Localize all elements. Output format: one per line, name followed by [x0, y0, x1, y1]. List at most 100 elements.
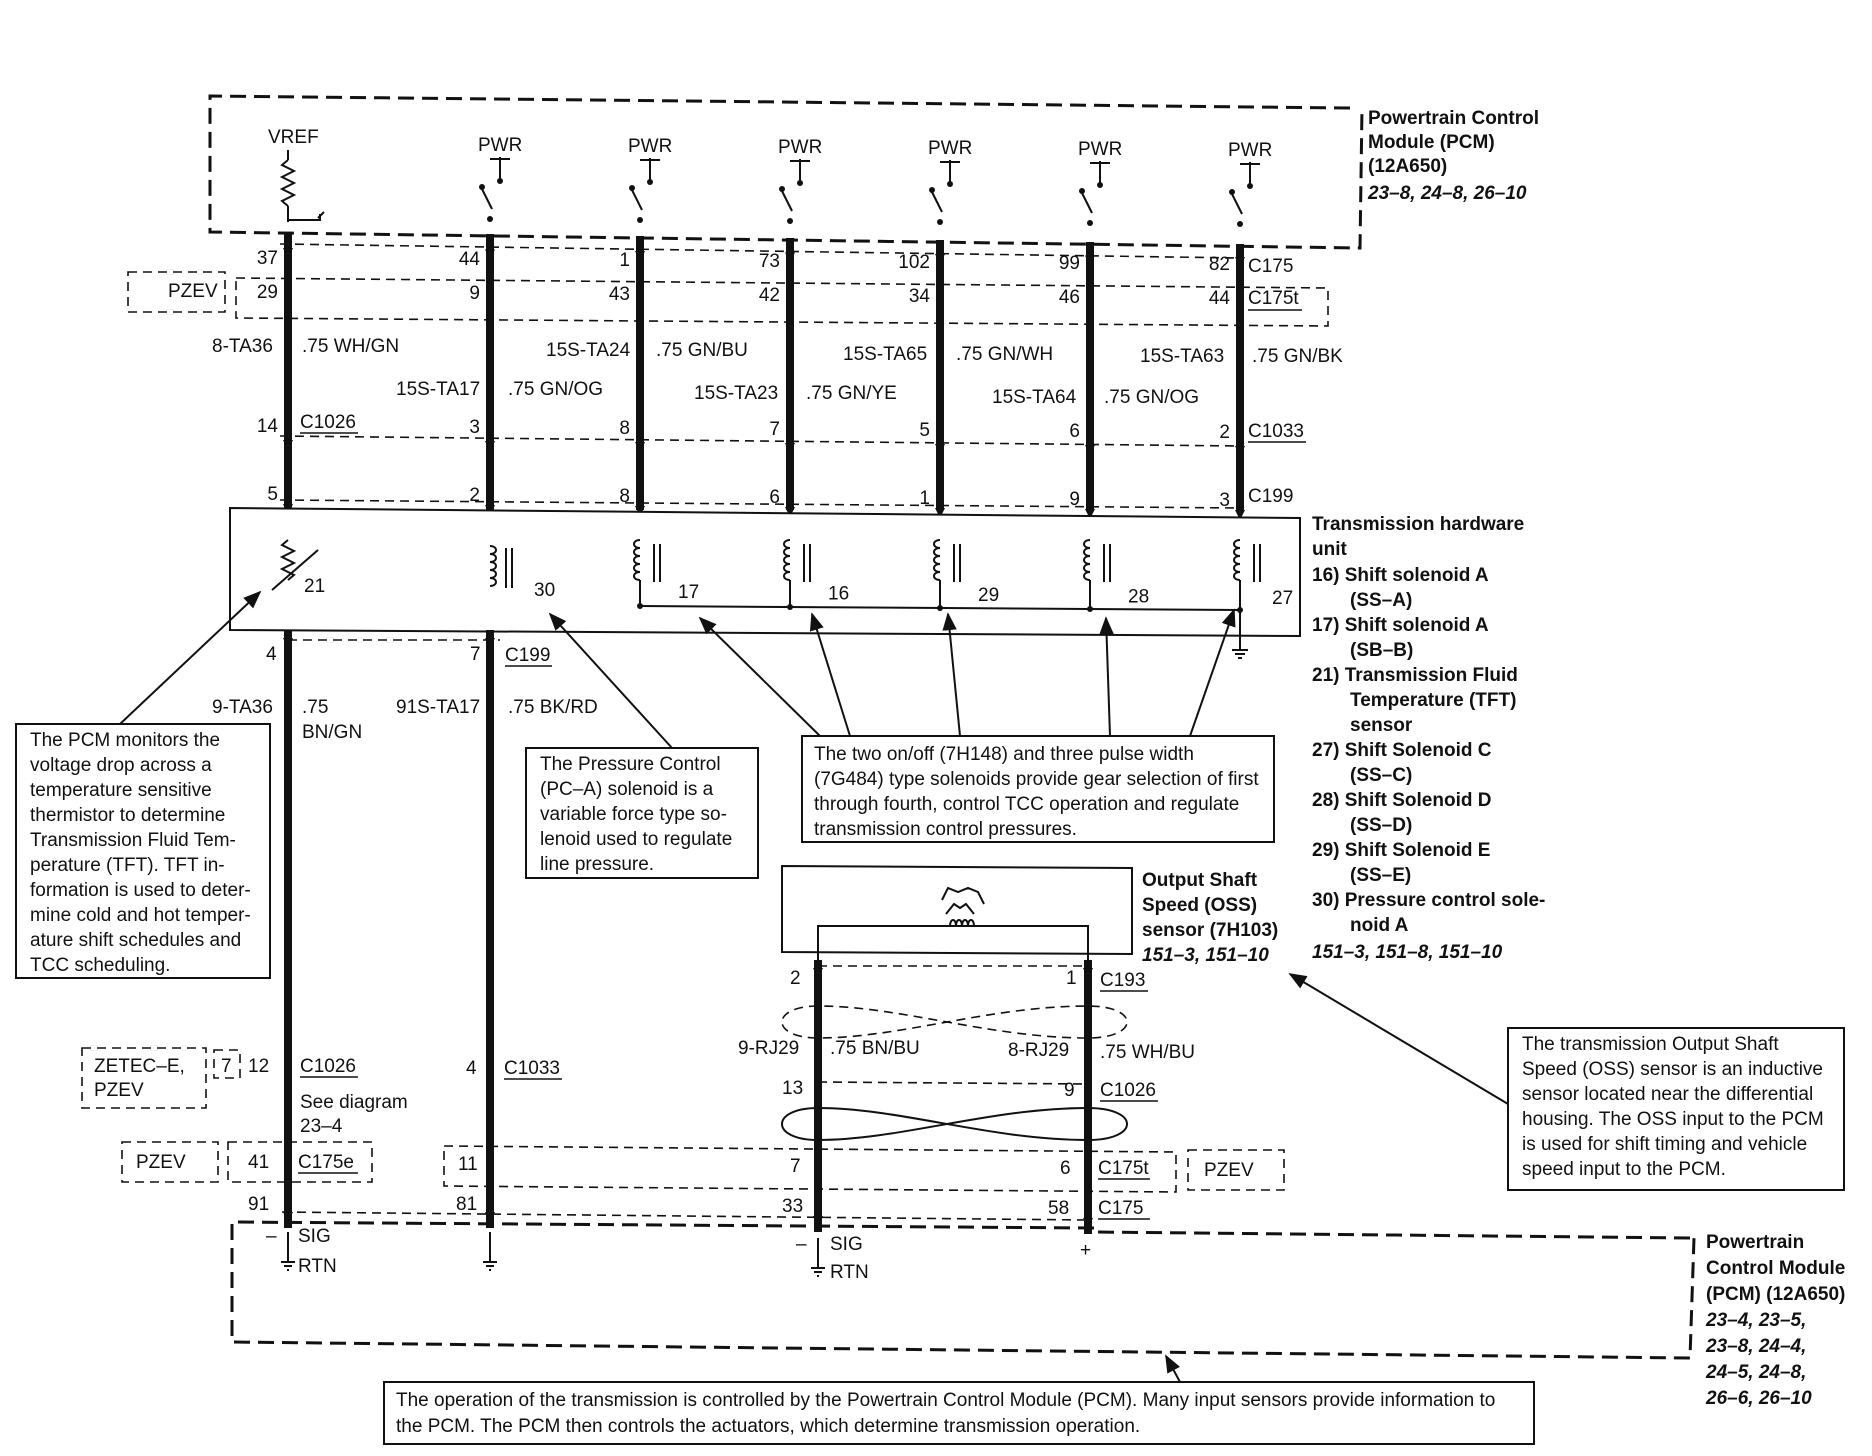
svg-text:(12A650): (12A650): [1368, 156, 1447, 177]
pin-c175t-3: 42: [759, 285, 780, 306]
pin-tick: [1235, 510, 1245, 520]
svg-text:sensor located near the differ: sensor located near the differential: [1522, 1084, 1813, 1105]
svg-text:(SS–A): (SS–A): [1350, 590, 1412, 611]
pin-tick: [283, 1212, 293, 1222]
callout-arrows: [119, 590, 1509, 1383]
svg-text:ature shift schedules and: ature shift schedules and: [30, 930, 241, 951]
c199-label-top: C199: [1248, 486, 1293, 507]
c175-lower-label: C175: [1098, 1198, 1143, 1219]
circuit-labels: 8-TA36 .75 WH/GN 15S-TA17 .75 GN/OG 15S-…: [212, 336, 1343, 408]
svg-text:Control Module: Control Module: [1706, 1258, 1845, 1279]
svg-text:27) Shift Solenoid C: 27) Shift Solenoid C: [1312, 740, 1492, 761]
svg-text:15S-TA64: 15S-TA64: [992, 387, 1077, 408]
pin-c175t-0: 29: [257, 282, 278, 303]
zetec-box: [81, 1047, 207, 1109]
solenoid-28: 28: [1083, 539, 1149, 612]
svg-text:SIG: SIG: [830, 1234, 863, 1255]
see-diagram-1: See diagram: [300, 1092, 408, 1113]
svg-text:is used for shift timing and v: is used for shift timing and vehicle: [1522, 1134, 1807, 1155]
pin-tick: [813, 968, 823, 978]
pin-tick: [485, 1212, 495, 1222]
pin-mid-5: 6: [1069, 421, 1080, 442]
pin-c175t-5: 46: [1059, 287, 1080, 308]
pwr-label: PWR: [1228, 140, 1272, 161]
svg-text:23–8, 24–4,: 23–8, 24–4,: [1705, 1336, 1806, 1357]
pin-tick: [1085, 509, 1095, 519]
oss-wire-b: .75 WH/BU: [1100, 1042, 1195, 1063]
pcm-top-label: Powertrain Control Module (PCM) (12A650)…: [1367, 108, 1539, 204]
pin-c199-4: 1: [919, 488, 930, 509]
pwr-switch-4: PWR: [928, 138, 972, 225]
svg-text:16) Shift solenoid A: 16) Shift solenoid A: [1312, 565, 1489, 586]
svg-text:Output Shaft: Output Shaft: [1142, 870, 1258, 891]
pin-tick: [485, 249, 495, 260]
pin-c199-0: 5: [267, 484, 278, 505]
svg-text:line pressure.: line pressure.: [540, 854, 654, 875]
pin-c199-2: 8: [619, 486, 630, 507]
pin-mid-0: 14: [257, 416, 279, 437]
pin-tick: [283, 248, 293, 258]
pin-tick: [935, 444, 945, 454]
c175t-lower-box: [443, 1145, 1177, 1193]
svg-text:.75 GN/WH: .75 GN/WH: [956, 344, 1053, 365]
pin-tick: [635, 442, 645, 452]
solenoid-17: 17: [633, 539, 699, 609]
svg-text:.75 GN/OG: .75 GN/OG: [1104, 387, 1199, 408]
pin-c199-1: 2: [469, 485, 480, 506]
pin-tick: [1083, 1218, 1093, 1228]
svg-text:unit: unit: [1312, 539, 1347, 560]
svg-text:lenoid used to regulate: lenoid used to regulate: [540, 829, 732, 850]
pzev-box-top: [127, 271, 226, 313]
rtn-ground-1: [483, 1232, 497, 1271]
pin-c175-5: 99: [1059, 253, 1080, 274]
svg-text:(SS–D): (SS–D): [1350, 815, 1412, 836]
pin-11: 11: [458, 1154, 478, 1175]
zetec-pin-box: [213, 1049, 241, 1079]
twisted-pair-lower: [781, 1106, 1128, 1142]
solenoid-16: 16: [783, 539, 849, 610]
pin-tick: [283, 440, 293, 450]
svg-text:15S-TA24: 15S-TA24: [546, 340, 631, 361]
svg-text:variable force type so-: variable force type so-: [540, 804, 727, 825]
svg-text:Transmission hardware: Transmission hardware: [1312, 514, 1524, 535]
pin-tick: [485, 638, 495, 648]
note-bottom-text: The operation of the transmission is con…: [396, 1390, 1495, 1437]
svg-text:27: 27: [1272, 588, 1293, 609]
svg-text:.75 BK/RD: .75 BK/RD: [508, 697, 598, 718]
svg-text:91S-TA17: 91S-TA17: [396, 697, 480, 718]
twisted-pair-upper: [781, 1005, 1128, 1039]
ground-symbol: [1232, 610, 1248, 659]
rtn-ground-2: [811, 1238, 825, 1277]
svg-text:RTN: RTN: [298, 1256, 337, 1277]
svg-text:(7G484) type solenoids provide: (7G484) type solenoids provide gear sele…: [814, 769, 1259, 790]
pin-mid-3: 7: [769, 419, 780, 440]
c193-label: C193: [1100, 970, 1145, 991]
oss-circuit-a: 9-RJ29: [738, 1038, 799, 1059]
pin-c175-4: 102: [898, 252, 930, 273]
svg-text:Temperature (TFT): Temperature (TFT): [1350, 690, 1516, 711]
svg-text:21) Transmission Fluid: 21) Transmission Fluid: [1312, 665, 1518, 686]
pwr-switch-3: PWR: [778, 137, 822, 224]
pzev-label-lower-left: PZEV: [136, 1152, 186, 1173]
svg-text:Transmission Fluid Tem-: Transmission Fluid Tem-: [30, 830, 236, 851]
lower-labels: 4 7 9-TA36 .75 BN/GN 91S-TA17 .75 BK/RD: [212, 644, 598, 743]
svg-text:(SS–E): (SS–E): [1350, 865, 1411, 886]
pin-c175t-4: 34: [909, 286, 931, 307]
thu-label: Transmission hardware unit 16) Shift sol…: [1312, 514, 1545, 963]
svg-text:29) Shift Solenoid E: 29) Shift Solenoid E: [1312, 840, 1490, 861]
svg-text:(PC–A) solenoid is a: (PC–A) solenoid is a: [540, 779, 714, 800]
svg-text:perature (TFT). TFT in-: perature (TFT). TFT in-: [30, 855, 225, 876]
pin-tick: [785, 507, 795, 517]
svg-text:Powertrain Control: Powertrain Control: [1368, 108, 1539, 129]
svg-text:VREF: VREF: [268, 127, 319, 148]
svg-text:the PCM. The PCM then controls: the PCM. The PCM then controls the actua…: [396, 1416, 1140, 1437]
mid-connector-line: [279, 435, 1241, 447]
svg-text:151–3, 151–8, 151–10: 151–3, 151–8, 151–10: [1312, 942, 1503, 963]
svg-text:.75 GN/BU: .75 GN/BU: [656, 340, 748, 361]
svg-text:BN/GN: BN/GN: [302, 722, 362, 743]
pin-tick: [485, 441, 495, 451]
svg-text:17: 17: [678, 582, 699, 603]
svg-text:8-TA36: 8-TA36: [212, 336, 273, 357]
